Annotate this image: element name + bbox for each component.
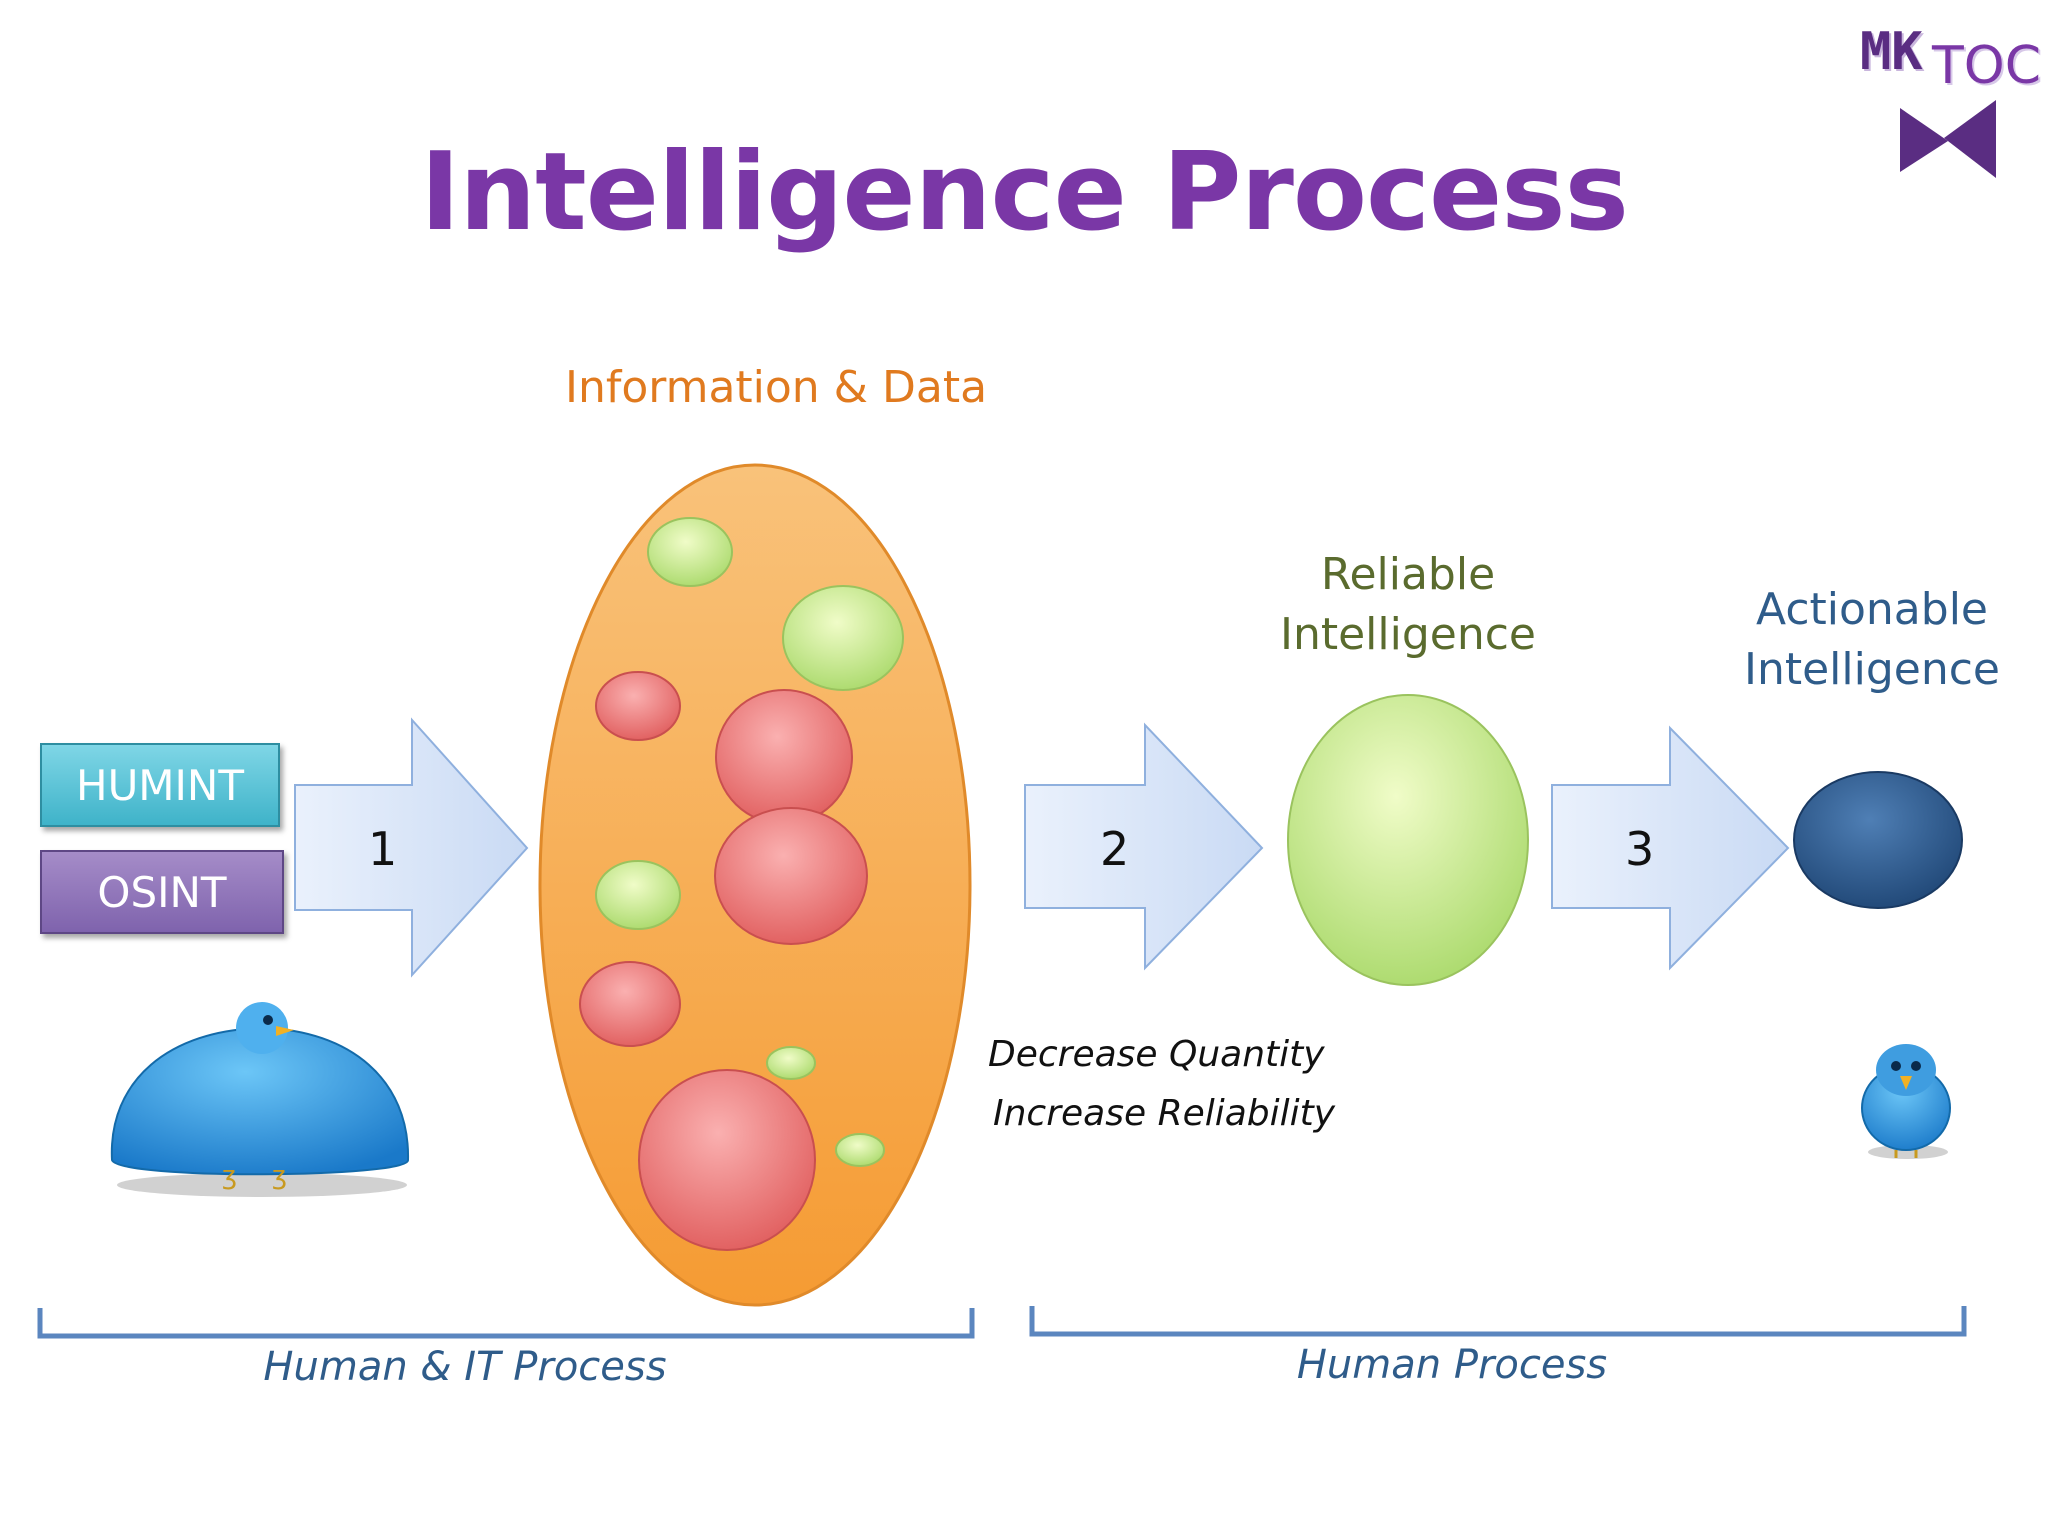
green-bubble [766,1046,816,1080]
red-bubble [638,1069,816,1251]
actionable-intelligence-label: Actionable Intelligence [1722,580,2022,700]
green-bubble [835,1133,885,1167]
human-process-label: Human Process [1296,1342,1608,1388]
logo: MK TOC [1858,16,2042,178]
arrow-3 [1551,725,1790,971]
decrease-quantity-note: Decrease Quantity [988,1034,1325,1075]
actionable-intelligence-bubble [1793,771,1963,909]
humint-box: HUMINT [40,743,280,827]
arrow-2 [1024,722,1264,971]
logo-mark-icon [1900,100,1996,178]
increase-reliability-note: Increase Reliability [993,1093,1336,1134]
fat-bird-icon: ʒ ʒ [110,1002,410,1197]
osint-box: OSINT [40,850,284,934]
page-title: Intelligence Process [420,130,1629,255]
step-2-label: 2 [1100,822,1130,876]
small-bird-icon [1861,1044,1951,1159]
reliable-line1: Reliable [1320,549,1496,600]
right-bracket [1029,1306,1967,1337]
reliable-line2: Intelligence [1279,609,1536,660]
red-bubble [714,807,868,945]
green-bubble [647,517,733,587]
reliable-intelligence-label: Reliable Intelligence [1258,545,1558,665]
human-it-process-label: Human & IT Process [263,1344,667,1390]
reliable-intelligence-bubble [1287,694,1529,986]
red-bubble [595,671,681,741]
arrow-1 [294,717,529,978]
logo-toc: TOC [1932,36,2042,96]
actionable-line1: Actionable [1756,584,1988,635]
red-bubble [715,689,853,825]
green-bubble [782,585,904,691]
information-data-label: Information & Data [565,362,988,413]
red-bubble [579,961,681,1047]
step-3-label: 3 [1625,822,1655,876]
svg-text:ʒ: ʒ [272,1161,287,1191]
logo-mk: MK [1860,22,1923,82]
svg-text:ʒ: ʒ [222,1161,237,1191]
left-bracket [37,1308,975,1339]
actionable-line2: Intelligence [1743,644,2000,695]
step-1-label: 1 [368,822,398,876]
green-bubble [595,860,681,930]
